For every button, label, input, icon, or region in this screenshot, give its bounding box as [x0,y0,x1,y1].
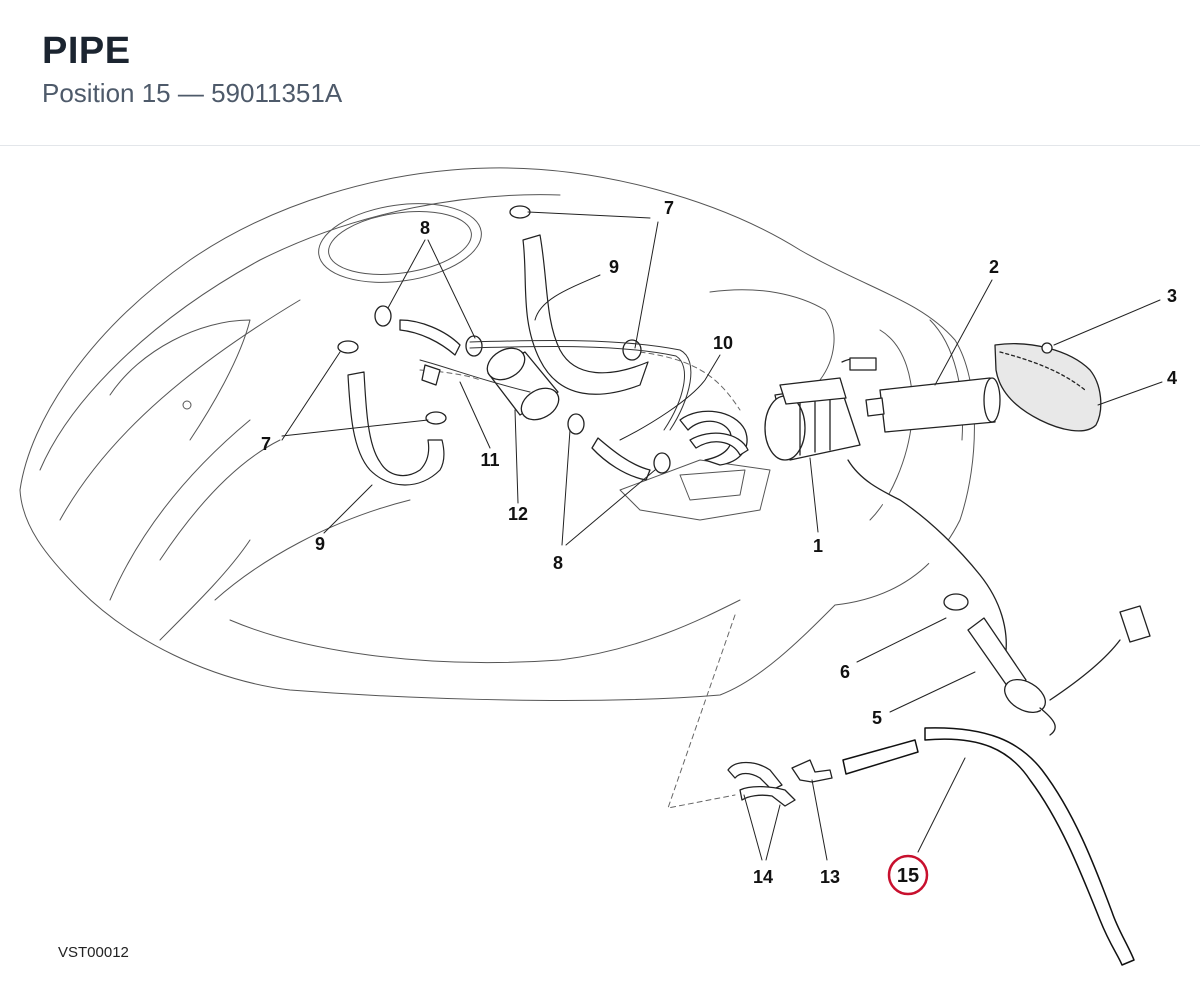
nut [1041,342,1053,354]
callout-6[interactable]: 6 [840,662,850,682]
callout-9-upper[interactable]: 9 [609,257,619,277]
page-subtitle: Position 15 — 59011351A [42,78,343,108]
reference-code: VST00012 [58,944,129,961]
fittings [727,759,833,807]
pump-assembly [764,357,1007,661]
callout-12[interactable]: 12 [508,504,528,524]
hose-9-lower [347,371,445,486]
callout-3[interactable]: 3 [1167,286,1177,306]
callout-7-upper[interactable]: 7 [664,198,674,218]
page-title: PIPE [42,30,131,72]
clamps [337,205,671,474]
callout-7-lower[interactable]: 7 [261,434,271,454]
level-sender [943,593,1151,736]
callout-14[interactable]: 14 [753,867,773,887]
breather-pipes [419,339,692,431]
pipe-15 [842,727,1135,966]
callout-8-lower[interactable]: 8 [553,553,563,573]
callout-1[interactable]: 1 [813,536,823,556]
dashed-reference-lines [419,351,741,809]
exploded-parts-diagram: 1 2 3 4 5 6 7 7 8 8 9 9 10 11 12 13 14 1… [19,167,1177,966]
bracket-clip [679,410,749,466]
fuel-filter [399,319,651,481]
filter-sock [994,343,1102,432]
callout-5[interactable]: 5 [872,708,882,728]
hose-9-upper [522,234,649,395]
callout-9-lower[interactable]: 9 [315,534,325,554]
callout-labels: 1 2 3 4 5 6 7 7 8 8 9 9 10 11 12 13 14 1… [261,198,1177,896]
callout-10[interactable]: 10 [713,333,733,353]
callout-2[interactable]: 2 [989,257,999,277]
callout-13[interactable]: 13 [820,867,840,887]
callout-4[interactable]: 4 [1167,368,1177,388]
callout-15[interactable]: 15 [897,865,919,887]
callout-11[interactable]: 11 [480,450,499,470]
callout-15-highlight-ring [887,854,929,896]
callout-8-upper[interactable]: 8 [420,218,430,238]
fuel-pump [849,357,1001,433]
header: PIPE Position 15 — 59011351A [0,0,1200,146]
leader-lines [281,211,1163,861]
